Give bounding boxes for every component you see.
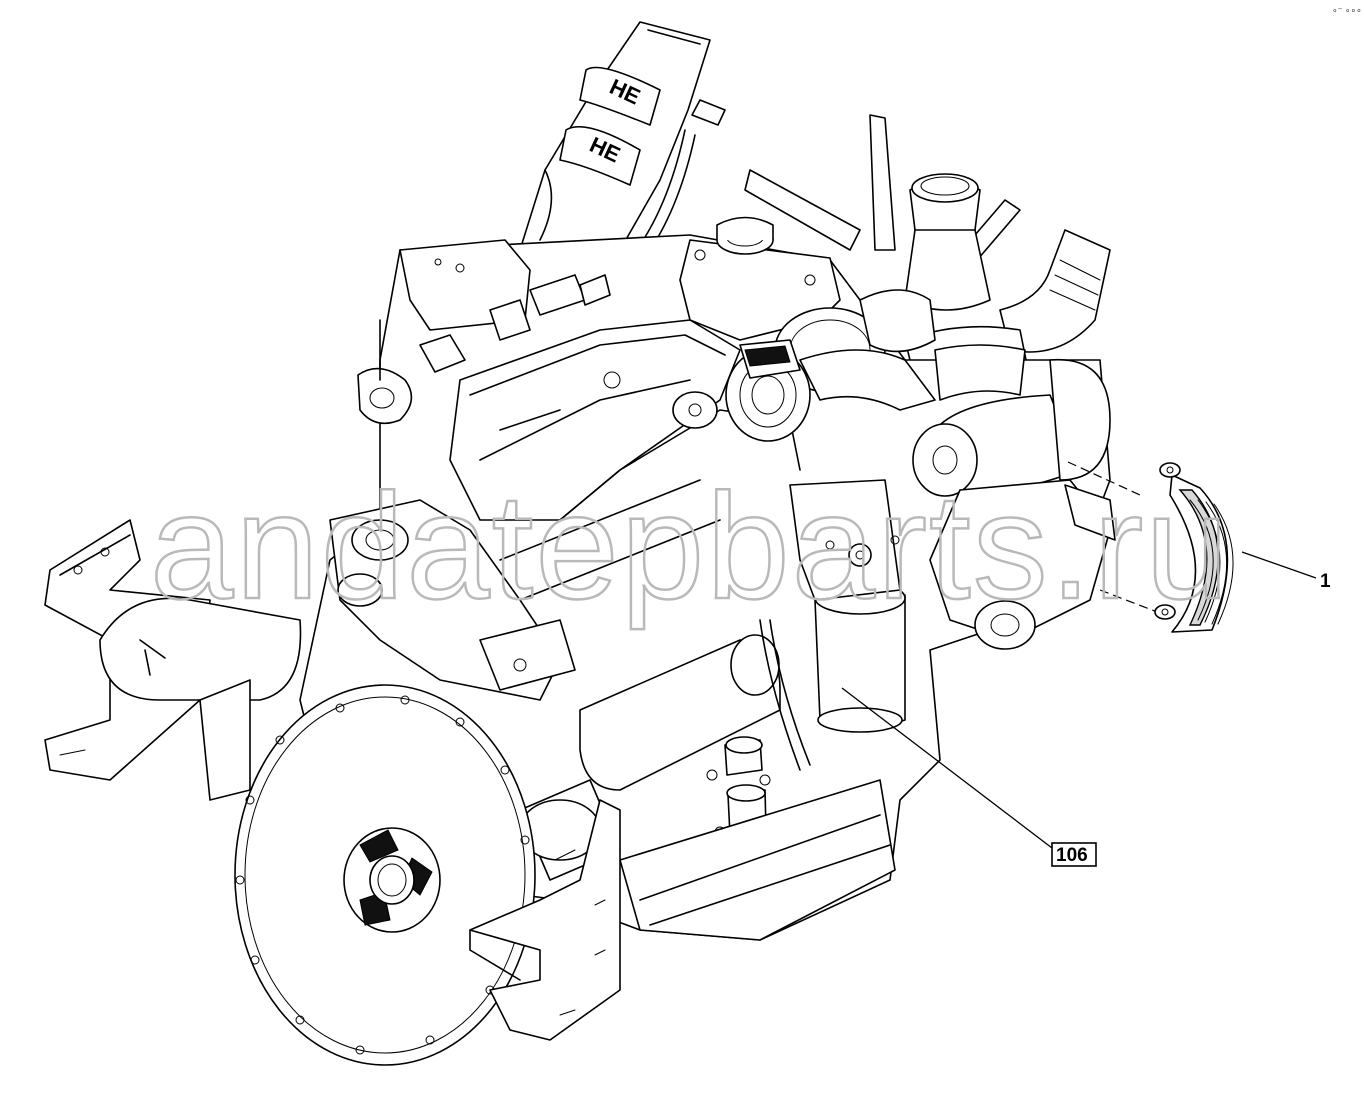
timing-housing (329, 499, 576, 701)
rear-engine-mount (469, 799, 621, 1041)
callout-1-label[interactable]: 1 (1320, 571, 1331, 592)
oil-pan (619, 779, 896, 941)
turbo-outlet-pipe (799, 344, 1026, 411)
oil-filter (789, 479, 906, 733)
watermark: andatepbarts.ru (150, 462, 1231, 630)
callout-106-leader (841, 687, 1053, 849)
callout-1-leader (1241, 551, 1317, 579)
cooling-fan (744, 114, 1021, 311)
intake-manifold (357, 239, 611, 425)
front-engine-mount (44, 519, 302, 801)
alternator (912, 358, 1111, 497)
turbocharger (672, 289, 936, 442)
callout-106-label[interactable]: 106 (1056, 845, 1088, 866)
callout-106-box (1051, 842, 1097, 867)
corner-mark: ∘⁻ ∘∘∘ (1332, 5, 1362, 15)
pulley-guard-part-1 (1067, 461, 1234, 633)
flywheel (234, 684, 536, 1066)
air-intake-pipe: HE HE (519, 21, 726, 271)
ac-compressor (929, 479, 1116, 650)
